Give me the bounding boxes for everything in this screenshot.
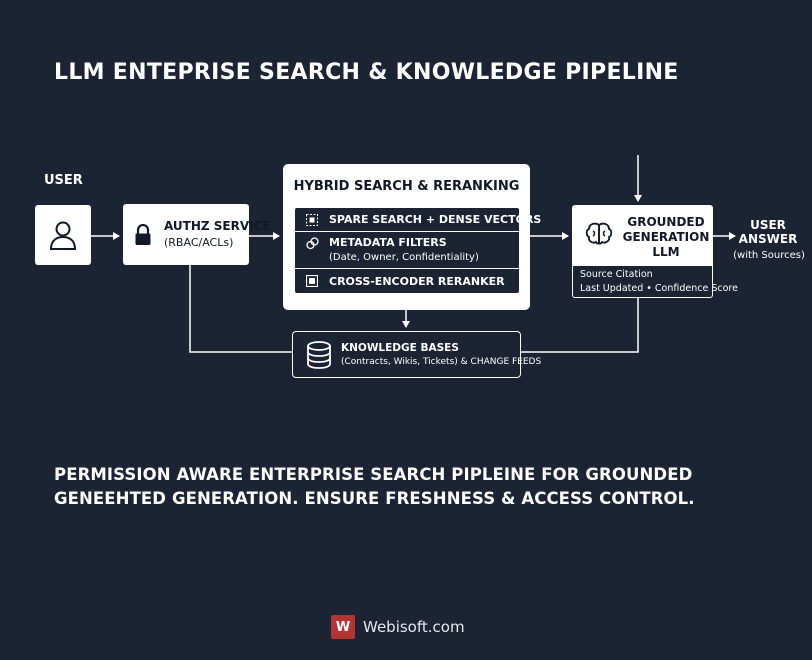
grounded-title-line-1: GROUNDED (627, 215, 705, 229)
hybrid-row-vectors: SPARE SEARCH + DENSE VECTORS (295, 208, 541, 231)
webisoft-logo: W (331, 615, 355, 639)
hybrid-search-node: HYBRID SEARCH & RERANKING SPARE SEARCH +… (283, 164, 541, 310)
grounded-title-line-3: LLM (652, 245, 680, 259)
user-answer-line-2: ANSWER (738, 232, 798, 246)
knowledge-bases-node: KNOWLEDGE BASES (Contracts, Wikis, Ticke… (292, 331, 541, 378)
kb-subtitle: (Contracts, Wikis, Tickets) & CHANGE FEE… (341, 357, 542, 367)
brand-name: Webisoft.com (363, 618, 465, 636)
page-title: LLM ENTEPRISE SEARCH & KNOWLEDGE PIPELIN… (54, 60, 679, 85)
user-answer-sub: (with Sources) (733, 250, 805, 261)
reranker-icon (306, 275, 318, 287)
caption-line-2: GENEEHTED GENERATION. ENSURE FRESHNESS &… (54, 489, 695, 508)
grounded-title: GROUNDED GENERATION LLM (621, 215, 711, 260)
grounded-header: GROUNDED GENERATION LLM (573, 206, 712, 266)
lock-icon (135, 224, 151, 245)
grounded-llm-node: GROUNDED GENERATION LLM Source Citation … (572, 205, 738, 298)
grounded-metadata: Last Updated • Confidence Score (580, 283, 738, 294)
line-kb-grounded (521, 298, 639, 353)
hybrid-row-filters: METADATA FILTERS (Date, Owner, Confident… (295, 232, 519, 268)
hybrid-row-1-text: SPARE SEARCH + DENSE VECTORS (329, 213, 542, 226)
grounded-source-citation: Source Citation (580, 269, 653, 280)
user-label: USER (44, 173, 83, 188)
user-answer-label: USER ANSWER (738, 218, 798, 246)
authz-title: AUTHZ SERVICE (164, 219, 271, 233)
hybrid-row-reranker: CROSS-ENCODER RERANKER (295, 269, 519, 293)
filter-icon (306, 237, 319, 250)
caption: PERMISSION AWARE ENTERPRISE SEARCH PIPLE… (54, 463, 695, 511)
authz-service-node: AUTHZ SERVICE (RBAC/ACLs) (123, 204, 271, 265)
database-icon (307, 341, 331, 369)
hybrid-row-2-sub: (Date, Owner, Confidentiality) (329, 252, 479, 263)
kb-title: KNOWLEDGE BASES (341, 342, 459, 354)
vector-grid-icon (306, 214, 318, 226)
user-node (35, 205, 91, 265)
hybrid-row-2-text: METADATA FILTERS (329, 236, 447, 249)
user-answer-line-1: USER (750, 218, 786, 232)
authz-subtitle: (RBAC/ACLs) (164, 236, 234, 249)
user-icon (49, 221, 77, 250)
grounded-title-line-2: GENERATION (622, 230, 710, 244)
brain-icon (585, 222, 613, 245)
hybrid-row-3-text: CROSS-ENCODER RERANKER (329, 275, 505, 288)
line-authz-kb (189, 265, 292, 353)
caption-line-1: PERMISSION AWARE ENTERPRISE SEARCH PIPLE… (54, 465, 693, 484)
footer-brand: W Webisoft.com (331, 615, 465, 639)
hybrid-title: HYBRID SEARCH & RERANKING (293, 179, 520, 194)
